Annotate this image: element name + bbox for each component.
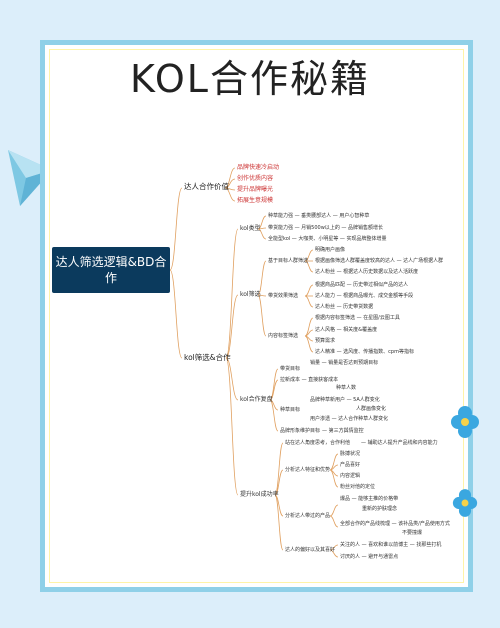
flower-decoration-icon: [452, 489, 478, 517]
branch-filter-coop: kol筛选&合作: [184, 353, 231, 362]
group-label: 基于目标人群筛选: [268, 258, 309, 264]
leaf-item: 关注的人 — 喜欢和谁以前博主 — 找那些打机: [340, 542, 442, 548]
leaf-item: 重新的护肤理念: [362, 506, 398, 512]
leaf-item: 用户渗透 — 达人合作种草人群变化: [310, 416, 389, 422]
leaf-item: 创作优质内容: [237, 175, 274, 182]
group-label: 种草目标: [280, 407, 301, 413]
leaf-item: 提升品牌曝光: [237, 186, 274, 193]
leaf-item: 全能型kol — 大咖类、小明星等 — 实现品牌整体增量: [268, 236, 387, 242]
leaf-item: 人群画像变化: [356, 406, 387, 412]
leaf-item: 达人粉丝 — 历史带货数据: [315, 304, 374, 310]
leaf-item: 品牌种草新用户 — 5A人群变化: [310, 397, 380, 403]
group-label: 内容标签筛选: [268, 333, 299, 339]
leaf-item: 达人能力 — 根据商品曝光、成交金额等手段: [315, 293, 414, 299]
group-label: 分析达人特征和优势: [285, 467, 331, 473]
root-node: 达人筛选逻辑&BD合作: [52, 247, 170, 293]
leaf-item: — 辅助达人提升产品线和内容能力: [361, 440, 438, 446]
leaf-item: 销量 — 销量是否达到预期目标: [310, 360, 379, 366]
leaf-item: 讨厌的人 — 避开与通雷点: [340, 554, 399, 560]
leaf-item: 带货能力强 — 月销500w以上的 — 品牌销售额增长: [268, 225, 383, 231]
leaf-item: 品牌快速冷启动: [237, 164, 280, 171]
sub-kol-type: kol类型: [240, 225, 261, 232]
leaf-item: 达人风格 — 相关度&覆盖度: [315, 327, 378, 333]
group-label: 带货目标: [280, 366, 301, 372]
leaf-item: 种草人数: [336, 385, 357, 391]
leaf-item: 不要撞爆: [402, 530, 423, 536]
leaf-item: — 第三方舆情监控: [322, 428, 364, 434]
flower-decoration-icon: [451, 406, 479, 438]
leaf-item: 全部合作的产品线梳理 — 该补品类/产品使用方式: [340, 521, 450, 527]
leaf-item: 产品喜好: [340, 462, 361, 468]
group-label: 带货效果筛选: [268, 293, 299, 299]
poster-inner-border: [49, 49, 464, 583]
leaf-item: 内容逻辑: [340, 473, 361, 479]
sub-kol-coop: kol合作复盘: [240, 396, 273, 403]
sub-kol-filter: kol筛选: [240, 291, 261, 298]
leaf-item: 根据画像筛选人群覆盖度较高的达人 — 达人广场根据人群: [315, 258, 444, 264]
leaf-item: 达人粉丝 — 根据达人历史数据以及达人活跃度: [315, 269, 419, 275]
group-label: 品牌形象维护目标: [280, 428, 321, 434]
leaf-item: 粉丝对他的定位: [340, 484, 376, 490]
poster-frame: [40, 40, 473, 592]
leaf-item: 预算需求: [315, 338, 336, 344]
sub-kol-rate: 提升kol成功率: [240, 491, 279, 498]
leaf-item: 爆品 — 能够主推的价格带: [340, 496, 399, 502]
page-title: KOL合作秘籍: [130, 57, 370, 101]
leaf-item: 根据内容标签筛选 — 在星图/云图工具: [315, 315, 400, 321]
leaf-item: 拓展生意规模: [237, 197, 274, 204]
group-label: 达人的偏好以及其喜好: [285, 547, 336, 553]
group-label: 分析达人带过的产品: [285, 513, 331, 519]
branch-value: 达人合作价值: [184, 182, 229, 191]
leaf-item: 达人精准 — 选风度、传播指数、cpm等指标: [315, 349, 414, 355]
leaf-item: 明确用户画像: [315, 247, 346, 253]
leaf-item: 根据商品匹配 — 历史带过相似产品的达人: [315, 282, 409, 288]
group-label: 站在达人角度思考，合作利他: [285, 440, 351, 446]
leaf-item: 脉搏状况: [340, 451, 361, 457]
leaf-item: 拉新成本 — 直接获客成本: [280, 377, 339, 383]
leaf-item: 种草能力强 — 垂类腰部达人 — 用户心智种草: [268, 213, 370, 219]
